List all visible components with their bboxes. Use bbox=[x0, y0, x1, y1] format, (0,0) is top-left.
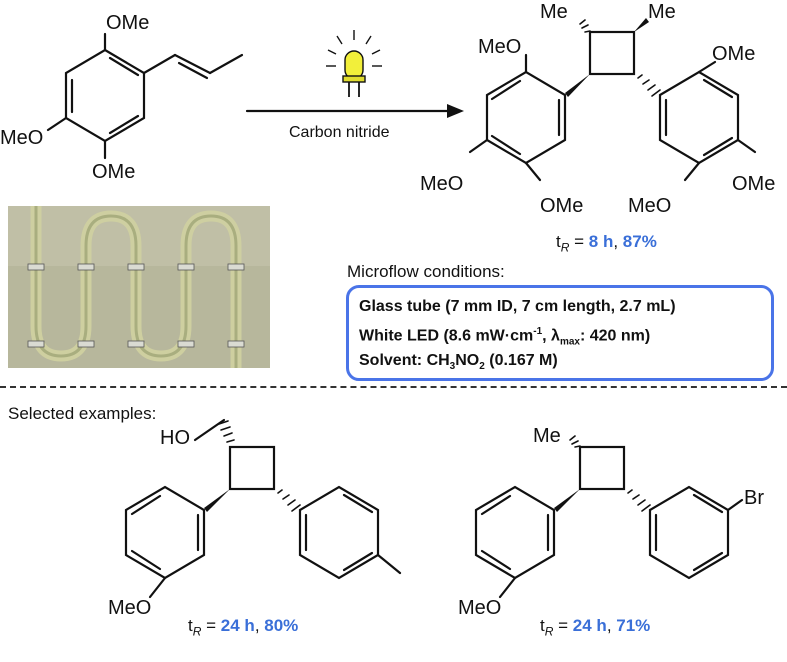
example2-yield: 71% bbox=[616, 616, 651, 635]
reactant-meo-left: MeO bbox=[0, 127, 44, 149]
product-me-right: Me bbox=[648, 1, 676, 23]
product-ome-ur: OMe bbox=[712, 43, 756, 65]
example1-structure bbox=[124, 418, 402, 599]
microflow-line-3: Solvent: CH3NO2 (0.167 M) bbox=[359, 352, 558, 373]
reactant-ome-top: OMe bbox=[106, 12, 150, 34]
product-ome-br: OMe bbox=[732, 173, 776, 195]
example1-time: 24 h bbox=[220, 616, 255, 635]
example2-structure bbox=[474, 435, 744, 599]
example1-ho: HO bbox=[160, 427, 190, 449]
reaction-arrow bbox=[245, 104, 464, 118]
product-cyclobutane bbox=[565, 18, 661, 97]
product-ome-bl: OMe bbox=[540, 195, 584, 217]
microflow-title: Microflow conditions: bbox=[347, 262, 505, 281]
example2-meo: MeO bbox=[458, 597, 502, 619]
product-result: tR = 8 h, 87% bbox=[556, 232, 657, 255]
section-divider bbox=[0, 386, 787, 388]
product-meo-ul: MeO bbox=[478, 36, 522, 58]
microflow-conditions-box: Glass tube (7 mm ID, 7 cm length, 2.7 mL… bbox=[346, 285, 774, 381]
led-lamp-icon bbox=[326, 30, 382, 97]
example1-yield: 80% bbox=[264, 616, 299, 635]
example1-result: tR = 24 h, 80% bbox=[188, 616, 299, 639]
example2-br: Br bbox=[744, 487, 764, 509]
product-right-aryl bbox=[658, 60, 757, 182]
reactant-ring bbox=[46, 32, 244, 160]
product-time: 8 h bbox=[588, 232, 614, 251]
microflow-line-1: Glass tube (7 mm ID, 7 cm length, 2.7 mL… bbox=[359, 298, 676, 315]
microflow-reactor-photo bbox=[8, 206, 270, 368]
example2-me: Me bbox=[533, 425, 561, 447]
example2-result: tR = 24 h, 71% bbox=[540, 616, 651, 639]
microflow-line-2: White LED (8.6 mW·cm-1, λmax: 420 nm) bbox=[359, 326, 651, 348]
product-meo-ll: MeO bbox=[420, 173, 464, 195]
example2-time: 24 h bbox=[572, 616, 607, 635]
reactant-ome-bottom: OMe bbox=[92, 161, 136, 183]
product-left-aryl bbox=[468, 53, 567, 182]
product-yield: 87% bbox=[622, 232, 657, 251]
reagent-label: Carbon nitride bbox=[289, 124, 390, 141]
product-me-left: Me bbox=[540, 1, 568, 23]
example1-meo: MeO bbox=[108, 597, 152, 619]
selected-examples-title: Selected examples: bbox=[8, 404, 157, 423]
product-meo-br: MeO bbox=[628, 195, 672, 217]
